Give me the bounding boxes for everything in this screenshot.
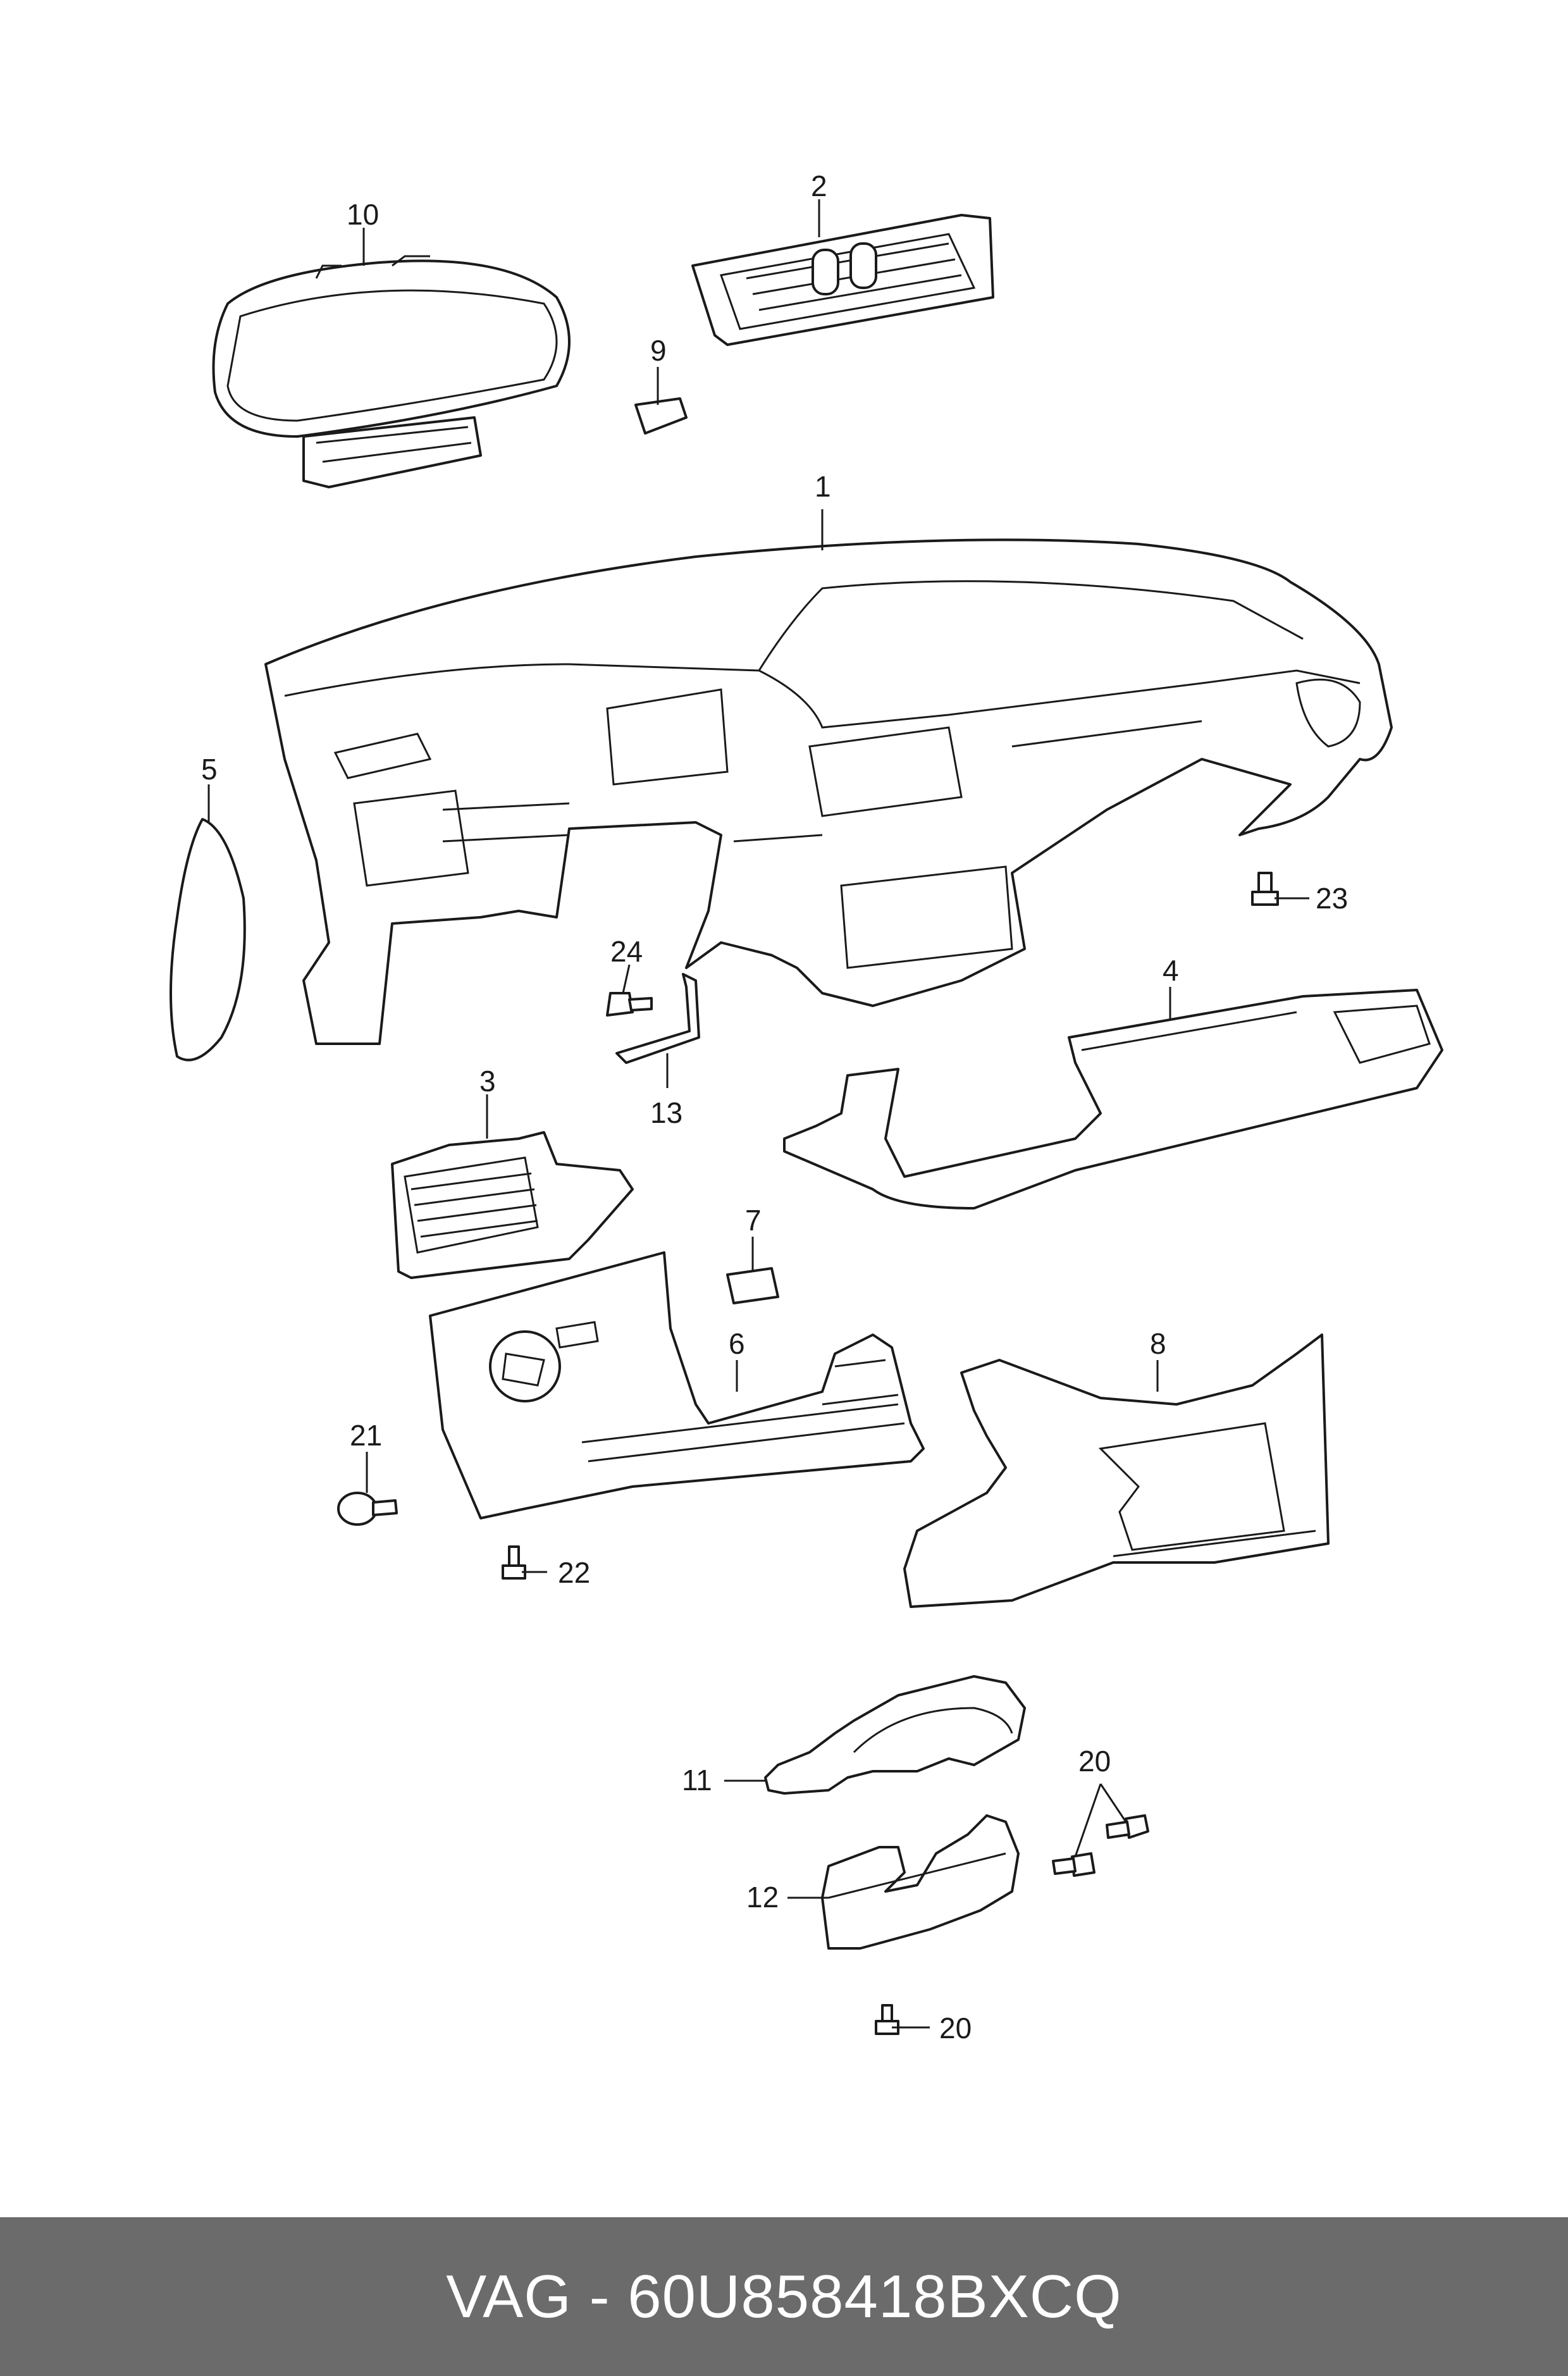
part-9-clip bbox=[634, 397, 688, 435]
callout-22: 22 bbox=[558, 1556, 590, 1589]
callout-24: 24 bbox=[610, 935, 643, 968]
callout-20-lower: 20 bbox=[939, 2012, 972, 2045]
callout-12: 12 bbox=[746, 1881, 779, 1914]
part-4-lower-trim bbox=[783, 989, 1443, 1210]
callout-2: 2 bbox=[811, 170, 827, 202]
callout-9: 9 bbox=[650, 334, 667, 367]
callout-20-upper: 20 bbox=[1078, 1745, 1111, 1778]
part-12-lower-shroud bbox=[821, 1814, 1020, 1950]
part-11-upper-shroud bbox=[764, 1675, 1026, 1795]
part-21-clip bbox=[337, 1492, 398, 1526]
callout-7: 7 bbox=[745, 1204, 762, 1237]
leader-lines bbox=[207, 199, 1309, 2029]
callout-5: 5 bbox=[201, 753, 218, 786]
callout-6: 6 bbox=[729, 1327, 745, 1360]
part-22-screw bbox=[502, 1545, 526, 1580]
part-3-left-vent bbox=[391, 1131, 634, 1279]
part-7-cover bbox=[726, 1267, 779, 1304]
part-6-lower-panel bbox=[429, 1251, 925, 1519]
callout-11: 11 bbox=[682, 1764, 712, 1797]
callout-13: 13 bbox=[650, 1096, 682, 1129]
part-2-center-vent bbox=[691, 214, 994, 346]
callout-10: 10 bbox=[347, 198, 379, 231]
callout-8: 8 bbox=[1150, 1327, 1166, 1360]
callout-1: 1 bbox=[815, 470, 831, 503]
part-20-screw-c bbox=[875, 2004, 899, 2035]
part-24-bolt bbox=[606, 992, 653, 1017]
callout-21: 21 bbox=[350, 1419, 382, 1452]
part-20-screw-a bbox=[1106, 1814, 1149, 1839]
part-10-instrument-cluster bbox=[212, 255, 571, 488]
callout-23: 23 bbox=[1316, 882, 1348, 915]
part-number-footer: VAG - 60U858418BXCQ bbox=[0, 2217, 1568, 2376]
part-number-label: VAG - 60U858418BXCQ bbox=[446, 2262, 1122, 2330]
callout-4: 4 bbox=[1163, 954, 1179, 987]
part-5-side-trim bbox=[170, 818, 246, 1061]
callout-3: 3 bbox=[479, 1065, 496, 1098]
part-23-screw bbox=[1251, 872, 1279, 906]
part-20-screw-b bbox=[1052, 1852, 1096, 1877]
part-13-bracket bbox=[615, 973, 700, 1064]
part-1-dashboard bbox=[264, 538, 1393, 1045]
part-8-right-panel bbox=[903, 1333, 1330, 1608]
callout-labels: 10 2 9 1 5 24 13 23 4 3 7 6 8 21 22 11 2… bbox=[201, 170, 1348, 2045]
parts-diagram: 10 2 9 1 5 24 13 23 4 3 7 6 8 21 22 11 2… bbox=[170, 170, 1443, 2045]
